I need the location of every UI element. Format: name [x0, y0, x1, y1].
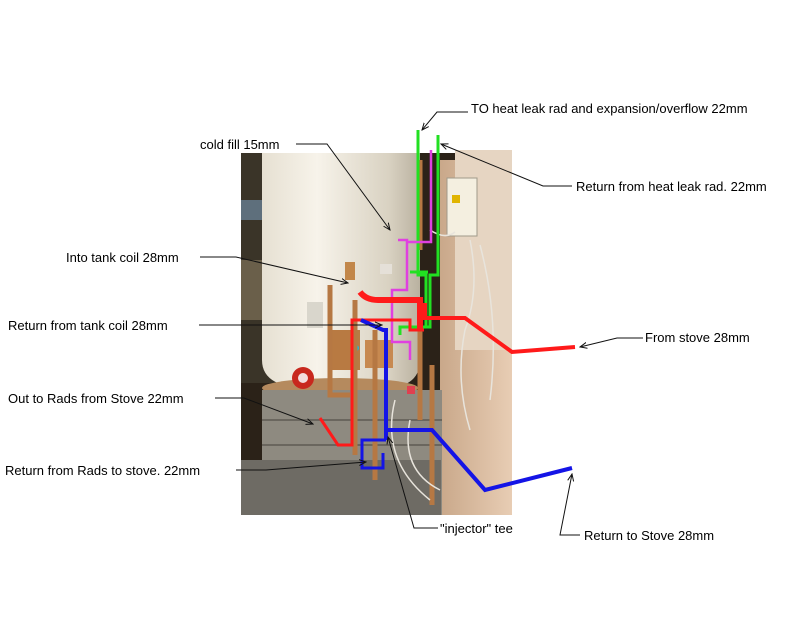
into-tank-coil-pipe: [357, 290, 423, 330]
leader-lines: [199, 111, 643, 536]
label-return-tank-coil: Return from tank coil 28mm: [8, 318, 168, 333]
leader-injector-tee: [388, 437, 438, 529]
valve-cap: [407, 386, 415, 394]
leader-cold-fill: [296, 143, 390, 230]
out-to-rads-pipe: [318, 318, 424, 447]
leader-return-heat-leak: [441, 144, 572, 187]
label-out-to-rads: Out to Rads from Stove 22mm: [8, 391, 184, 406]
label-to-heat-leak: TO heat leak rad and expansion/overflow …: [471, 101, 748, 116]
return-to-stove-pipe: [385, 428, 573, 493]
return-rads-pipe: [360, 438, 386, 470]
label-return-to-stove: Return to Stove 28mm: [584, 528, 715, 543]
warning-sticker: [452, 195, 460, 203]
leader-return-to-stove: [559, 474, 580, 536]
leader-into-tank-coil: [200, 256, 348, 283]
valve-fitting: [380, 264, 392, 274]
label-return-rads: Return from Rads to stove. 22mm: [5, 463, 201, 478]
block-base: [241, 460, 441, 515]
label-into-tank-coil: Into tank coil 28mm: [66, 250, 179, 265]
leader-to-heat-leak: [422, 111, 468, 130]
label-return-heat-leak: Return from heat leak rad. 22mm: [576, 179, 767, 194]
junction-box: [446, 177, 478, 237]
from-stove-pipe: [423, 303, 576, 355]
cold-fill-pipe: [390, 238, 412, 360]
leader-out-to-rads: [215, 397, 313, 424]
label-from-stove: From stove 28mm: [645, 330, 750, 345]
label-injector-tee: "injector" tee: [440, 521, 513, 536]
leader-return-rads: [236, 462, 366, 471]
control-box: [307, 302, 323, 328]
photo-panel: [241, 150, 512, 515]
leader-from-stove: [580, 337, 643, 347]
pipe-overlays: [318, 130, 576, 493]
valve-fitting: [345, 262, 355, 280]
label-cold-fill: cold fill 15mm: [200, 137, 280, 152]
manifold-fitting: [365, 340, 393, 368]
